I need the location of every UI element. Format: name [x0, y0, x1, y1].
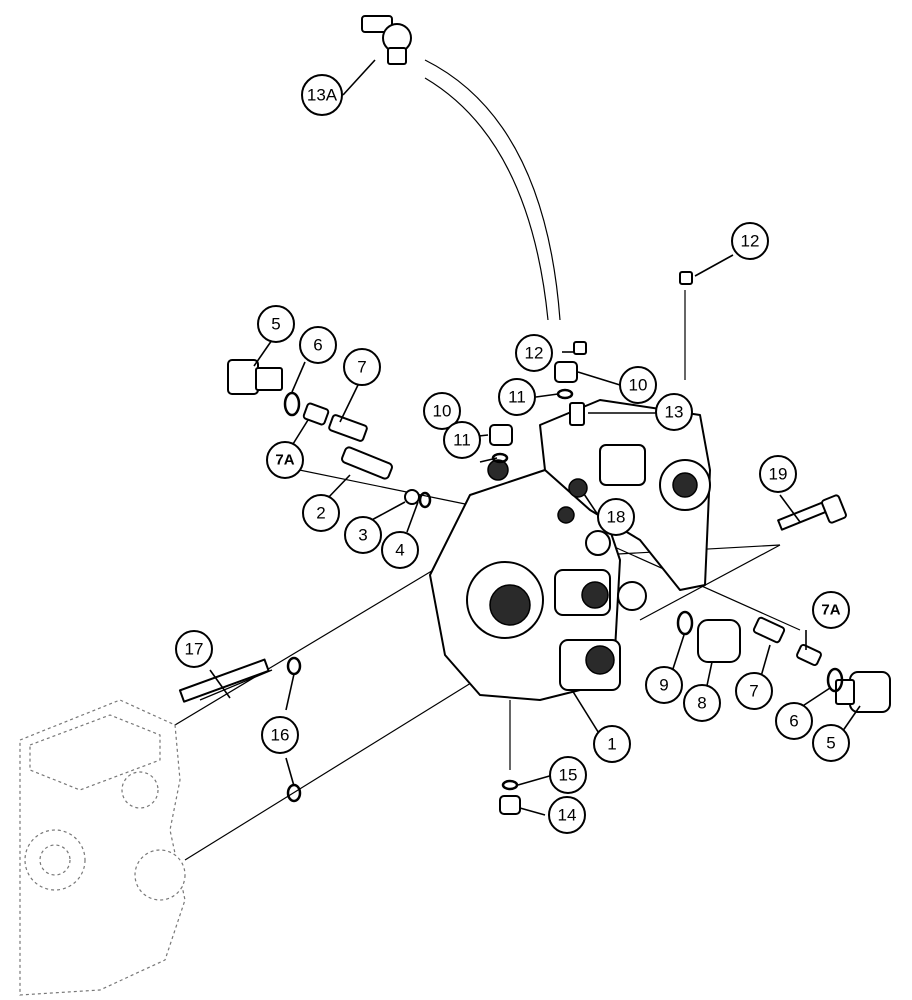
callout-12-top: 12	[731, 222, 769, 260]
plug-left	[227, 359, 283, 395]
svg-text:7A: 7A	[821, 602, 840, 619]
svg-text:11: 11	[453, 431, 471, 450]
svg-text:7: 7	[357, 358, 366, 377]
callout-6-left: 6	[299, 326, 337, 364]
svg-text:13A: 13A	[307, 86, 338, 105]
callout-7a-left: 7A	[266, 441, 304, 479]
callout-8: 8	[683, 684, 721, 722]
svg-text:12: 12	[525, 344, 544, 363]
callout-12-mid: 12	[515, 334, 553, 372]
callout-17: 17	[175, 630, 213, 668]
callout-7a-right: 7A	[812, 591, 850, 629]
svg-text:12: 12	[741, 232, 760, 251]
callout-19: 19	[759, 455, 797, 493]
svg-text:18: 18	[607, 508, 626, 527]
svg-text:10: 10	[629, 376, 648, 395]
svg-text:3: 3	[358, 526, 367, 545]
callout-6-right: 6	[775, 702, 813, 740]
svg-text:6: 6	[789, 712, 798, 731]
svg-text:6: 6	[313, 336, 322, 355]
svg-text:9: 9	[659, 676, 668, 695]
svg-text:15: 15	[559, 766, 578, 785]
svg-text:1: 1	[607, 735, 616, 754]
svg-text:7A: 7A	[275, 452, 294, 469]
cap-screw	[777, 494, 847, 531]
callout-13a: 13A	[301, 74, 343, 116]
svg-text:17: 17	[185, 640, 204, 659]
callout-2: 2	[302, 494, 340, 532]
callout-3: 3	[344, 516, 382, 554]
svg-text:5: 5	[271, 315, 280, 334]
callout-10-left: 10	[423, 392, 461, 430]
callout-15: 15	[549, 756, 587, 794]
small-parts	[302, 271, 822, 815]
callout-18: 18	[597, 498, 635, 536]
adjacent-pump-housing	[19, 699, 186, 996]
svg-text:14: 14	[558, 806, 577, 825]
callout-14: 14	[548, 796, 586, 834]
elbow-fitting	[361, 15, 412, 65]
callout-11-left: 11	[443, 421, 481, 459]
callout-5-left: 5	[257, 305, 295, 343]
svg-text:13: 13	[665, 403, 684, 422]
callout-10-right: 10	[619, 366, 657, 404]
callout-13: 13	[655, 393, 693, 431]
svg-text:5: 5	[826, 734, 835, 753]
svg-text:11: 11	[508, 388, 526, 407]
callout-7-right: 7	[735, 672, 773, 710]
callout-9: 9	[645, 666, 683, 704]
svg-text:7: 7	[749, 682, 758, 701]
callout-7-left: 7	[343, 348, 381, 386]
callout-1: 1	[593, 725, 631, 763]
main-housing	[429, 459, 647, 701]
svg-text:8: 8	[697, 694, 706, 713]
through-bolt	[178, 658, 273, 703]
svg-text:4: 4	[395, 541, 404, 560]
svg-text:10: 10	[433, 402, 452, 421]
callout-11-right: 11	[498, 378, 536, 416]
svg-text:16: 16	[271, 726, 290, 745]
svg-text:19: 19	[769, 465, 788, 484]
plug-right	[835, 671, 891, 713]
svg-text:2: 2	[316, 504, 325, 523]
end-cover	[539, 399, 711, 591]
callout-16-upper: 16	[261, 716, 299, 754]
callout-5-right: 5	[812, 724, 850, 762]
callout-4: 4	[381, 531, 419, 569]
